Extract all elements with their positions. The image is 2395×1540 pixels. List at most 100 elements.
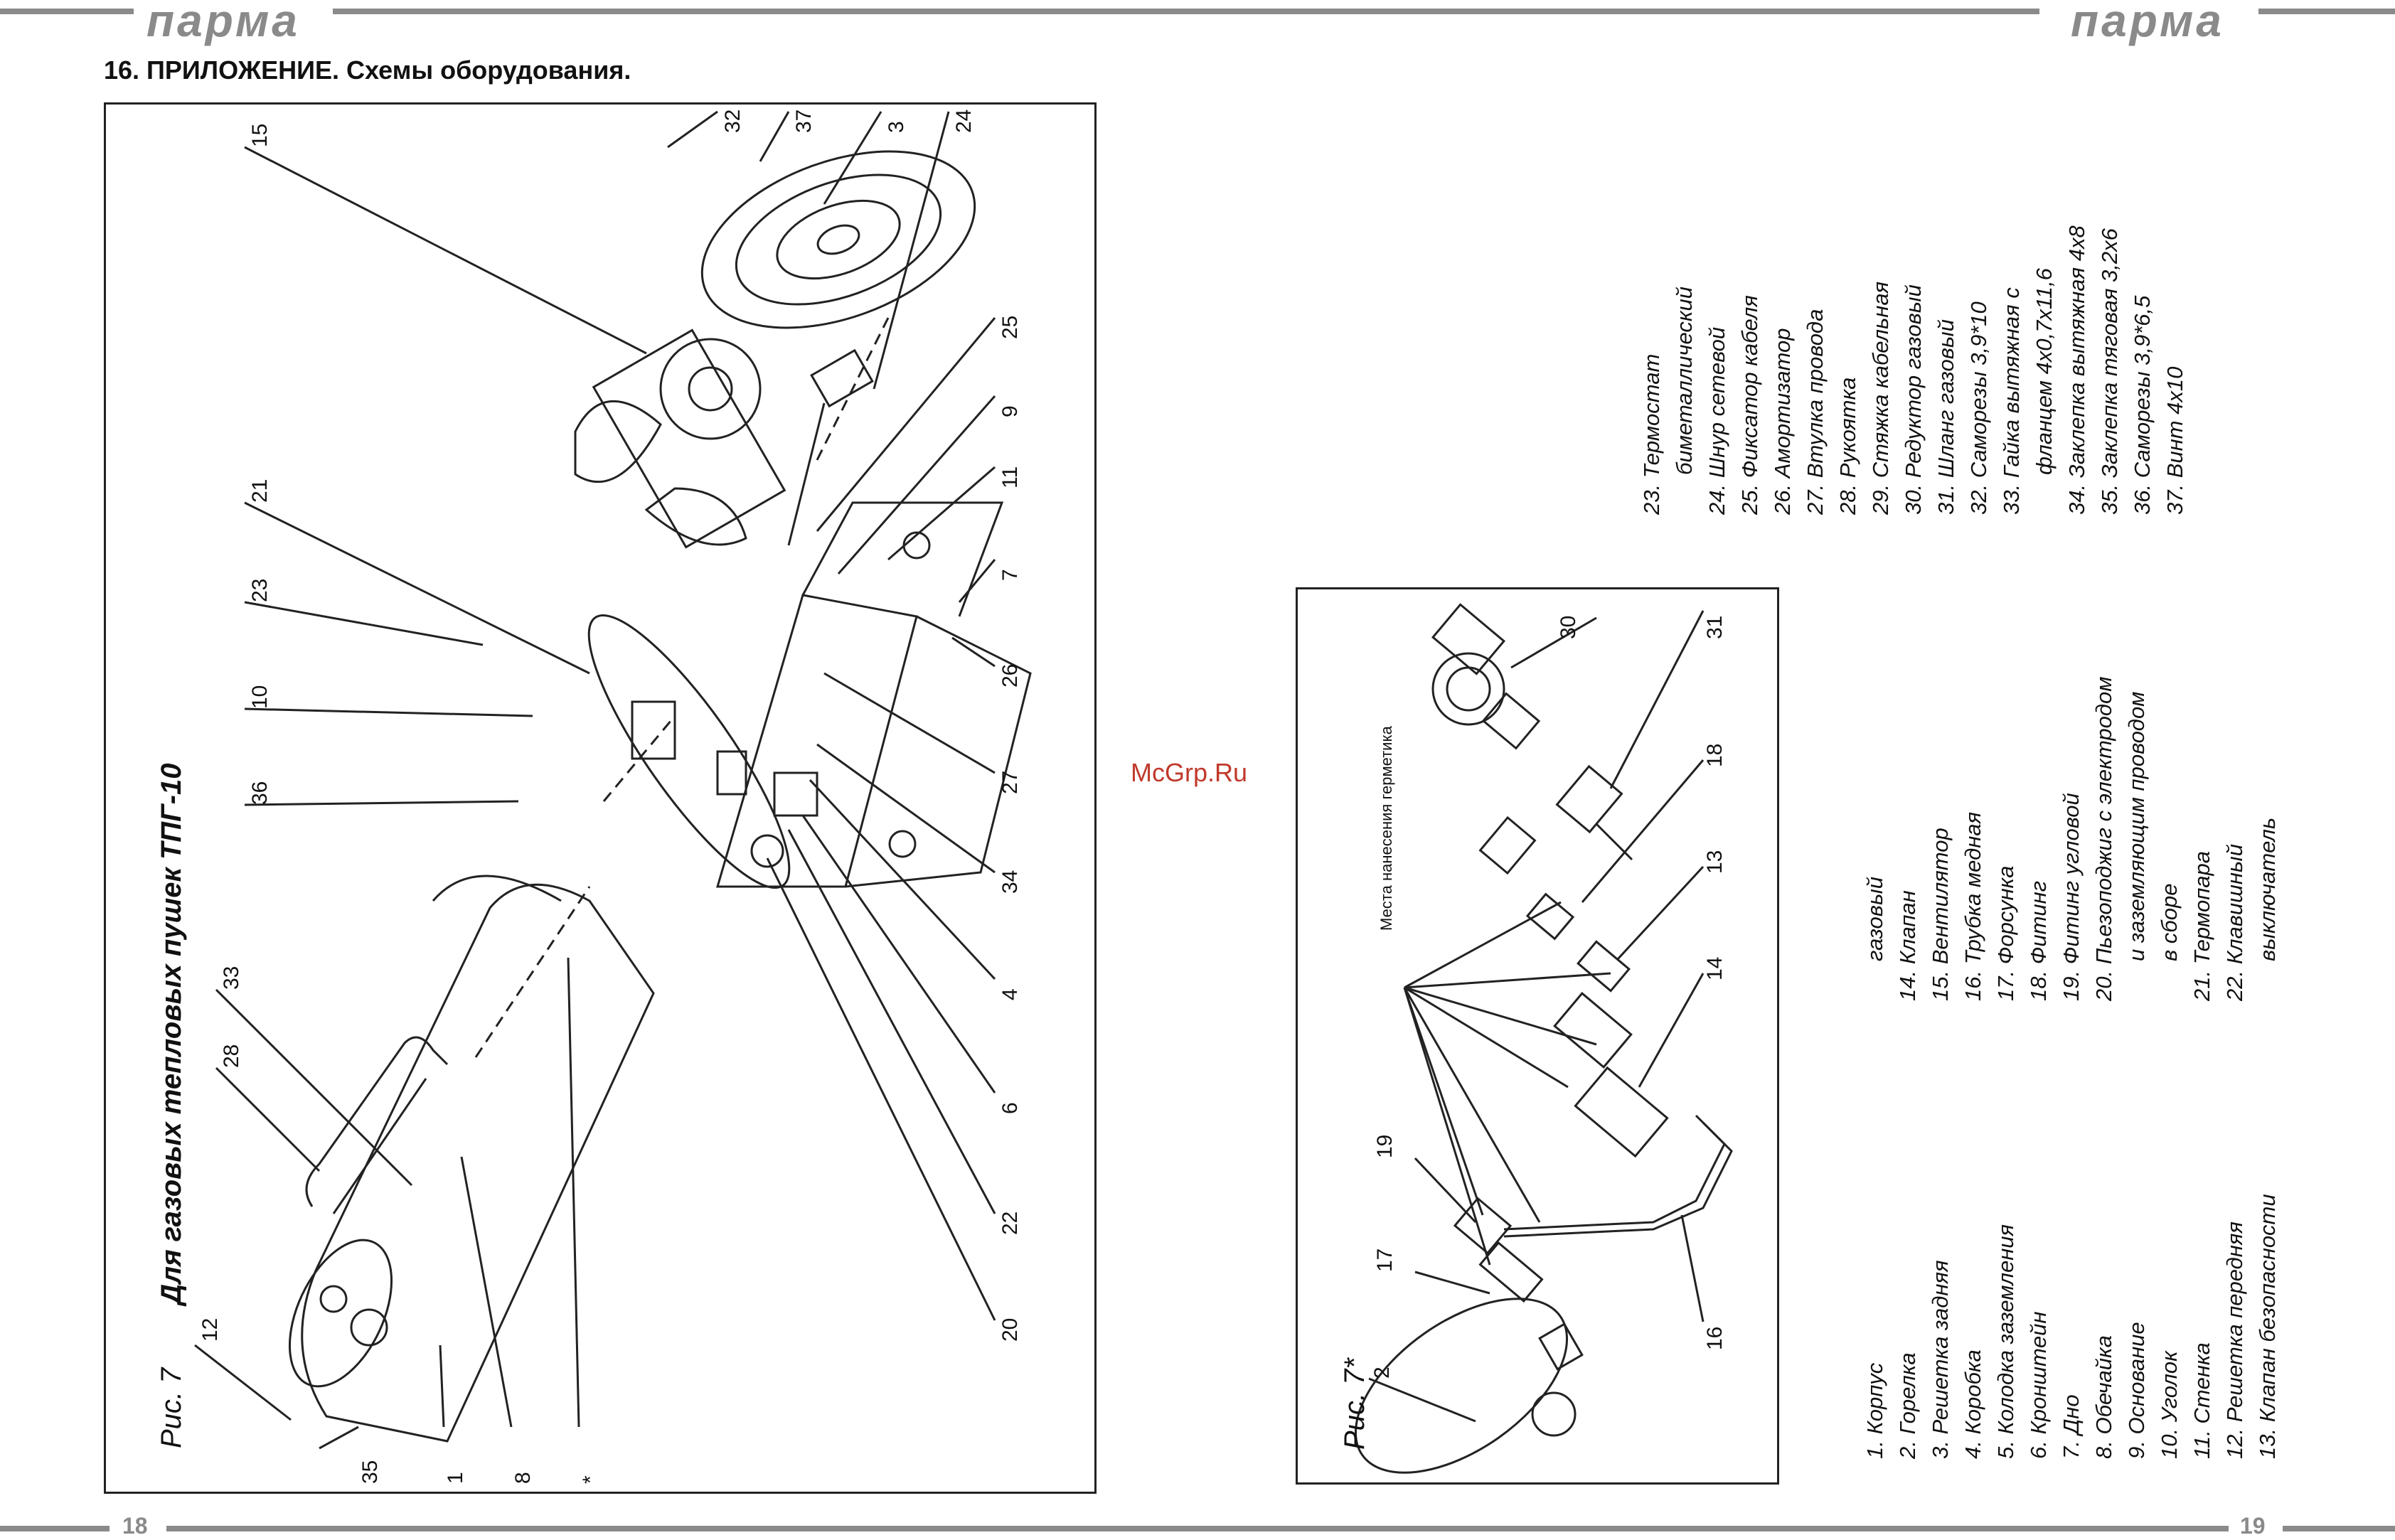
fig7star-callout-31: 31: [1703, 615, 1727, 639]
legend-item: 11. Стенка: [2189, 1342, 2214, 1459]
legend-item: 30. Редуктор газовый: [1901, 284, 1926, 515]
legend-item: 4. Коробка: [1961, 1349, 1985, 1459]
fig7-callout-4: 4: [998, 988, 1022, 1000]
legend-item: 34. Заклепка вытяжная 4х8: [2064, 225, 2089, 515]
legend-column-3: 23. Термостат биметаллический 24. Шнур с…: [1636, 225, 2192, 515]
fig7-callout-25: 25: [998, 315, 1022, 339]
legend-item: 18. Фитинг: [2026, 880, 2051, 1001]
legend-item: 15. Вентилятор: [1928, 828, 1953, 1001]
legend-item: 28. Рукоятка: [1835, 377, 1860, 515]
legend-item: 35. Заклепка тяговая 3,2х6: [2097, 228, 2122, 515]
legend-item: 14. Клапан: [1895, 890, 1920, 1001]
fig7star-callout-14: 14: [1703, 956, 1727, 980]
legend-item: 19. Фитинг угловой: [2059, 793, 2084, 1001]
fig7-callout-37: 37: [792, 109, 816, 133]
fig7-callout-12: 12: [198, 1317, 222, 1342]
brand-logo-right: парма: [2071, 0, 2224, 46]
legend-item: 3. Решетка задняя: [1928, 1260, 1953, 1459]
legend-item: 9. Основание: [2124, 1322, 2149, 1459]
legend-item: 1. Корпус: [1862, 1362, 1887, 1459]
legend-item: 27. Втулка провода: [1803, 309, 1828, 515]
legend-item: выключатель: [2255, 817, 2280, 961]
legend-item: и заземляющим проводом: [2124, 691, 2149, 961]
figure-7-drawing: [194, 110, 1032, 1450]
legend-item: 23. Термостат: [1639, 353, 1664, 515]
legend-item: 32. Саморезы 3,9*10: [1966, 301, 1991, 515]
header-rule-left-a: [0, 9, 134, 14]
legend-item: 25. Фиксатор кабеля: [1737, 295, 1762, 515]
page-number-right: 19: [2240, 1513, 2266, 1539]
legend-item: 17. Форсунка: [1993, 865, 2018, 1001]
figure-7-frame: Рис. 7 Для газовых тепловых пушек ТПГ-10…: [104, 102, 1097, 1494]
fig7-callout-9: 9: [998, 405, 1022, 417]
fig7-callout-22: 22: [998, 1211, 1022, 1235]
legend-item: 8. Обечайка: [2091, 1335, 2116, 1459]
fig7-callout-35: 35: [358, 1460, 382, 1484]
legend-item: 29. Стяжка кабельная: [1868, 281, 1893, 515]
footer-rule-left-b: [166, 1526, 2229, 1531]
fig7star-sealant-note: Места нанесения герметика: [1377, 726, 1395, 931]
figure-7star-label: Рис. 7*: [1339, 1358, 1370, 1450]
legend-item: 33. Гайка вытяжная с: [1999, 287, 2024, 515]
fig7-callout-34: 34: [998, 870, 1022, 894]
fig7star-callout-18: 18: [1703, 743, 1727, 767]
fig7-callout-33: 33: [220, 966, 243, 990]
fig7-callout-6: 6: [998, 1102, 1022, 1114]
legend-item: фланцем 4х0,7х11,6: [2032, 268, 2057, 475]
fig7-callout-28: 28: [220, 1044, 243, 1068]
watermark: McGrp.Ru: [1131, 758, 1248, 787]
figure-7-title: Для газовых тепловых пушек ТПГ-10: [156, 763, 187, 1305]
legend-item: биметаллический: [1672, 287, 1697, 475]
fig7-callout-7: 7: [998, 569, 1022, 581]
fig7-callout-23: 23: [248, 578, 272, 602]
fig7-callout-11: 11: [998, 466, 1022, 488]
legend-item: 22. Клавишный: [2222, 844, 2247, 1001]
header-rule-left-b: [333, 9, 2039, 14]
legend-item: газовый: [1862, 876, 1887, 961]
fig7star-callout-16: 16: [1703, 1326, 1727, 1350]
fig7-callout-26: 26: [998, 663, 1022, 688]
fig7-callout-8: 8: [511, 1472, 535, 1484]
legend-item: в сборе: [2157, 883, 2182, 961]
figure-7-label: Рис. 7: [156, 1367, 187, 1448]
fig7-callout-27: 27: [998, 770, 1022, 794]
fig7star-callout-13: 13: [1703, 850, 1727, 874]
figure-7star-drawing: [1354, 603, 1733, 1474]
legend-item: 31. Шланг газовый: [1933, 319, 1958, 515]
legend-item: 5. Колодка заземления: [1993, 1224, 2018, 1459]
legend-item: 24. Шнур сетевой: [1705, 326, 1729, 515]
section-title: 16. ПРИЛОЖЕНИЕ. Схемы оборудования.: [104, 55, 631, 85]
fig7star-callout-19: 19: [1373, 1134, 1397, 1158]
figure-7-caption: Рис. 7 Для газовых тепловых пушек ТПГ-10: [156, 764, 188, 1448]
legend-item: 20. Пьезоподжиг с электродом: [2091, 676, 2116, 1001]
fig7-callout-36: 36: [248, 781, 272, 805]
brand-logo-left: парма: [146, 0, 300, 46]
legend-item: 37. Винт 4х10: [2162, 366, 2187, 515]
footer-rule-left-a: [0, 1526, 110, 1531]
fig7star-callout-2: 2: [1370, 1367, 1394, 1379]
fig7-callout-3: 3: [885, 121, 908, 133]
figure-7star-frame: Рис. 7* Места нанесения герметика 2 17 1…: [1296, 587, 1779, 1485]
legend-column-1: 1. Корпус 2. Горелка 3. Решетка задняя 4…: [1859, 1194, 2284, 1459]
header-rule-right: [2258, 9, 2395, 14]
fig7-callout-24: 24: [952, 109, 976, 133]
legend-item: 36. Саморезы 3,9*6,5: [2130, 295, 2155, 515]
fig7-callout-20: 20: [998, 1317, 1022, 1342]
fig7-callout-32: 32: [721, 109, 745, 133]
fig7-callout-1: 1: [444, 1472, 467, 1484]
legend-item: 26. Амортизатор: [1770, 328, 1795, 515]
page-number-left: 18: [122, 1513, 148, 1539]
footer-rule-right: [2283, 1526, 2395, 1531]
legend-item: 21. Термопара: [2189, 850, 2214, 1001]
legend-item: 12. Решетка передняя: [2222, 1221, 2247, 1459]
fig7-callout-10: 10: [248, 685, 272, 709]
legend-item: 2. Горелка: [1895, 1352, 1920, 1459]
fig7star-callout-17: 17: [1373, 1248, 1397, 1272]
fig7star-callout-30: 30: [1557, 615, 1580, 639]
fig7-callout-15: 15: [248, 123, 272, 147]
legend-column-2: газовый 14. Клапан 15. Вентилятор 16. Тр…: [1859, 676, 2284, 1001]
legend-item: 13. Клапан безопасности: [2255, 1194, 2280, 1459]
legend-item: 10. Уголок: [2157, 1351, 2182, 1459]
legend-item: 7. Дно: [2059, 1394, 2084, 1459]
fig7-callout-star: *: [579, 1475, 602, 1484]
